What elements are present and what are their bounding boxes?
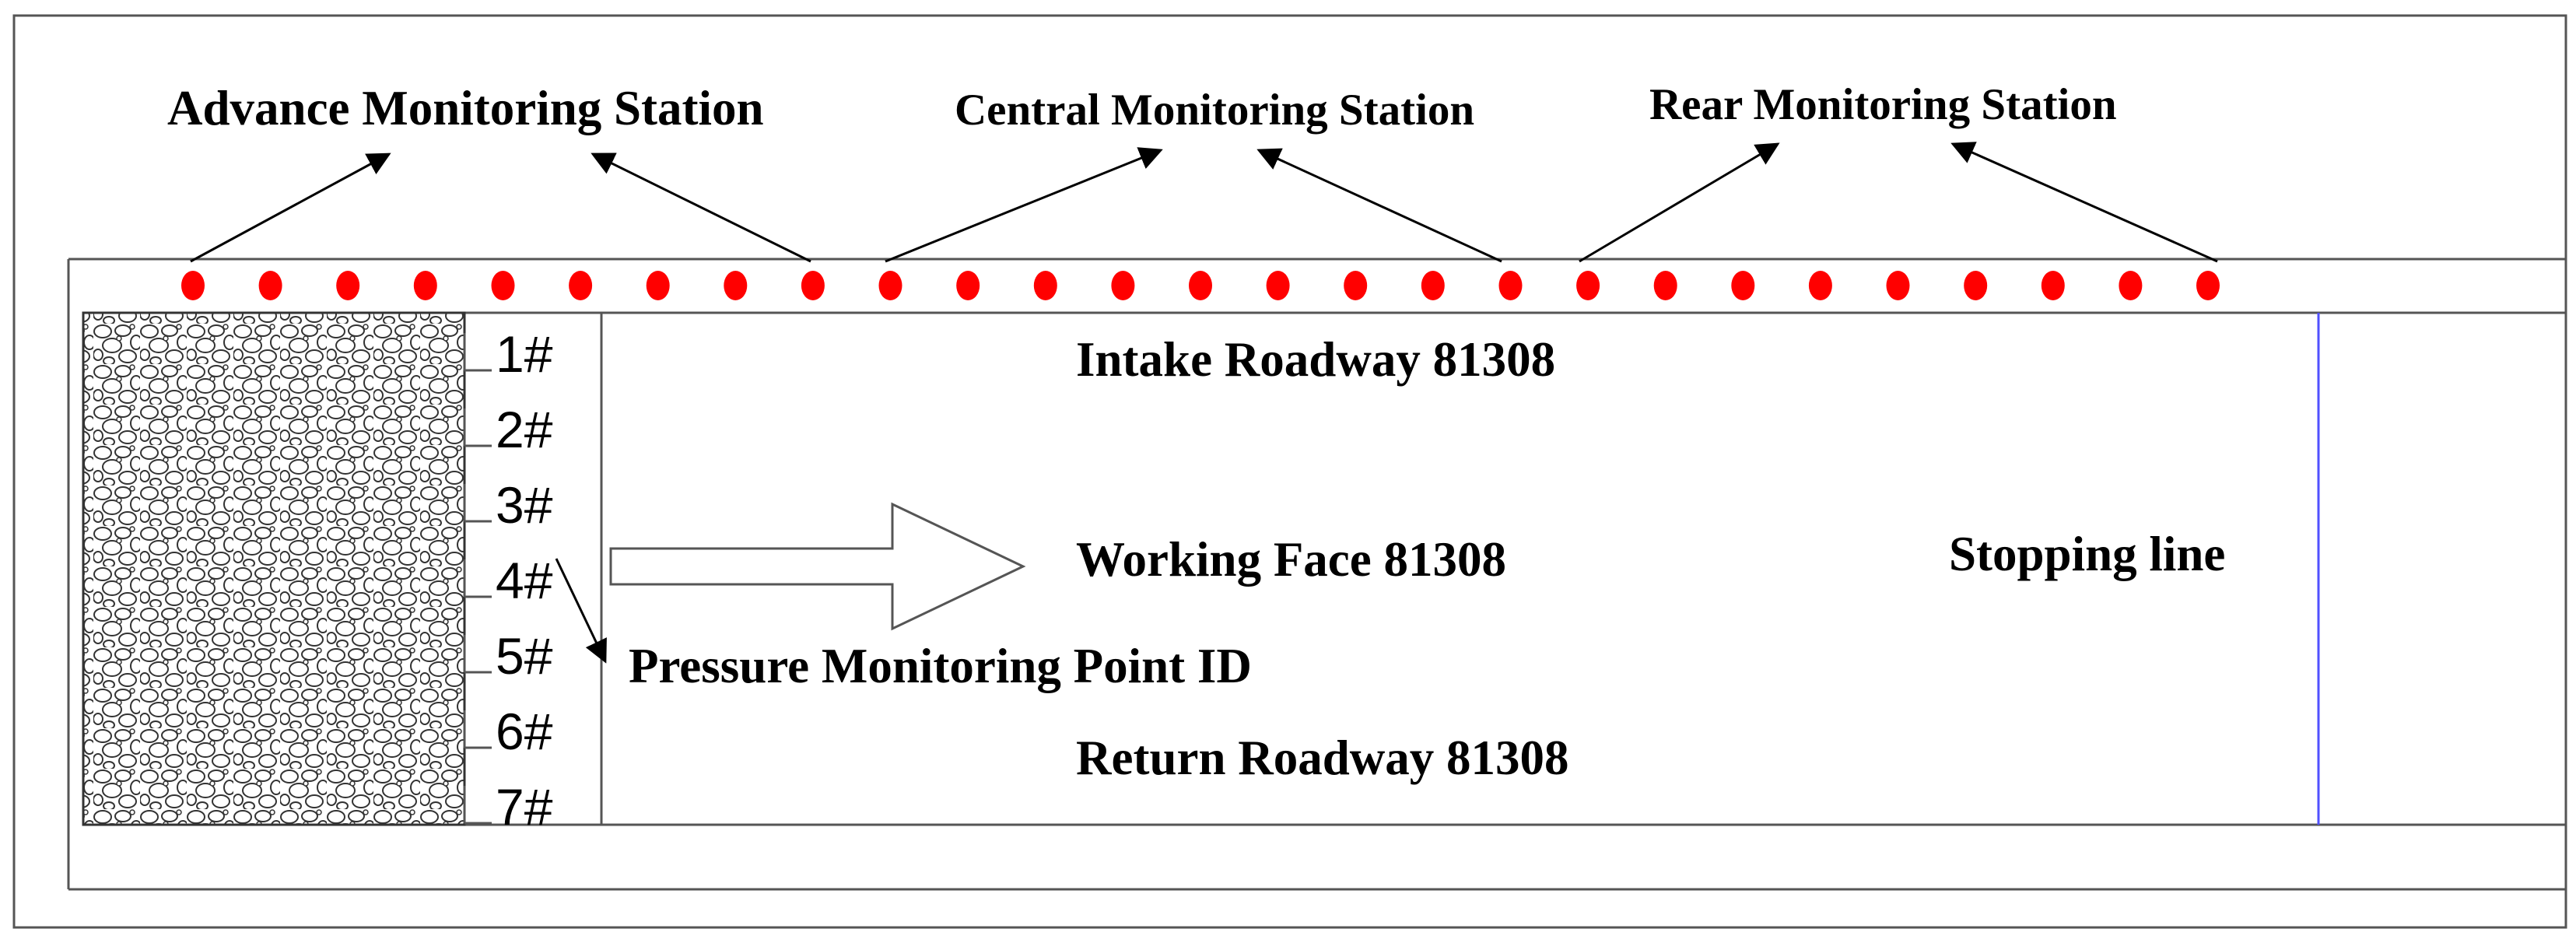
central-arrow-left — [885, 147, 1163, 263]
monitoring-point — [258, 271, 282, 300]
monitoring-point — [1344, 271, 1368, 300]
advance-station-label: Advance Monitoring Station — [167, 81, 764, 135]
monitoring-point — [1033, 271, 1057, 300]
pressure-point-id: 7# — [496, 778, 553, 836]
stopping-line-label: Stopping line — [1949, 527, 2225, 581]
monitoring-point — [336, 271, 360, 300]
monitoring-point — [956, 271, 980, 300]
monitoring-point — [724, 271, 748, 300]
monitoring-point — [878, 271, 902, 300]
advance-direction-arrow-icon — [609, 502, 1026, 631]
monitoring-point — [413, 271, 437, 300]
monitoring-point — [646, 271, 670, 300]
monitoring-point — [1808, 271, 1832, 300]
pressure-point-ids: 1# 2# 3# 4# 5# 6# 7# — [463, 325, 553, 836]
monitoring-point — [801, 271, 825, 300]
monitoring-point — [1111, 271, 1135, 300]
pressure-point-id-label: Pressure Monitoring Point ID — [629, 639, 1252, 693]
monitoring-point — [2041, 271, 2065, 300]
station-arrows — [190, 142, 2218, 263]
working-face-label: Working Face 81308 — [1076, 532, 1506, 587]
intake-roadway-label: Intake Roadway 81308 — [1076, 332, 1555, 387]
pressure-point-id: 5# — [496, 627, 553, 685]
monitoring-point — [569, 271, 593, 300]
monitoring-point — [181, 271, 205, 300]
monitoring-point — [1576, 271, 1600, 300]
outer-frame — [12, 14, 2567, 929]
advance-arrow-right — [591, 152, 811, 263]
monitoring-point — [1421, 271, 1445, 300]
monitoring-point — [1886, 271, 1910, 300]
central-arrow-right — [1256, 148, 1502, 263]
rear-arrow-left — [1579, 142, 1780, 263]
pressure-point-id: 3# — [496, 476, 553, 534]
goaf-area — [82, 311, 466, 826]
monitoring-point — [1266, 271, 1290, 300]
monitoring-point — [2119, 271, 2143, 300]
pressure-point-id: 6# — [496, 703, 553, 760]
monitoring-point — [2196, 271, 2220, 300]
monitoring-point — [1653, 271, 1677, 300]
pressure-point-id: 4# — [496, 552, 553, 609]
advance-arrow-left — [190, 152, 391, 263]
monitoring-point — [491, 271, 515, 300]
pressure-point-id: 2# — [496, 401, 553, 458]
monitoring-points — [181, 271, 2220, 300]
pressure-point-pointer-arrow — [555, 558, 607, 664]
return-roadway-label: Return Roadway 81308 — [1076, 731, 1569, 785]
pressure-point-id: 1# — [496, 325, 553, 383]
monitoring-point — [1498, 271, 1523, 300]
monitoring-point — [1731, 271, 1755, 300]
monitoring-point — [1964, 271, 1988, 300]
rear-arrow-right — [1950, 142, 2218, 263]
rear-station-label: Rear Monitoring Station — [1649, 80, 2117, 129]
monitoring-point — [1189, 271, 1212, 300]
central-station-label: Central Monitoring Station — [955, 86, 1474, 135]
